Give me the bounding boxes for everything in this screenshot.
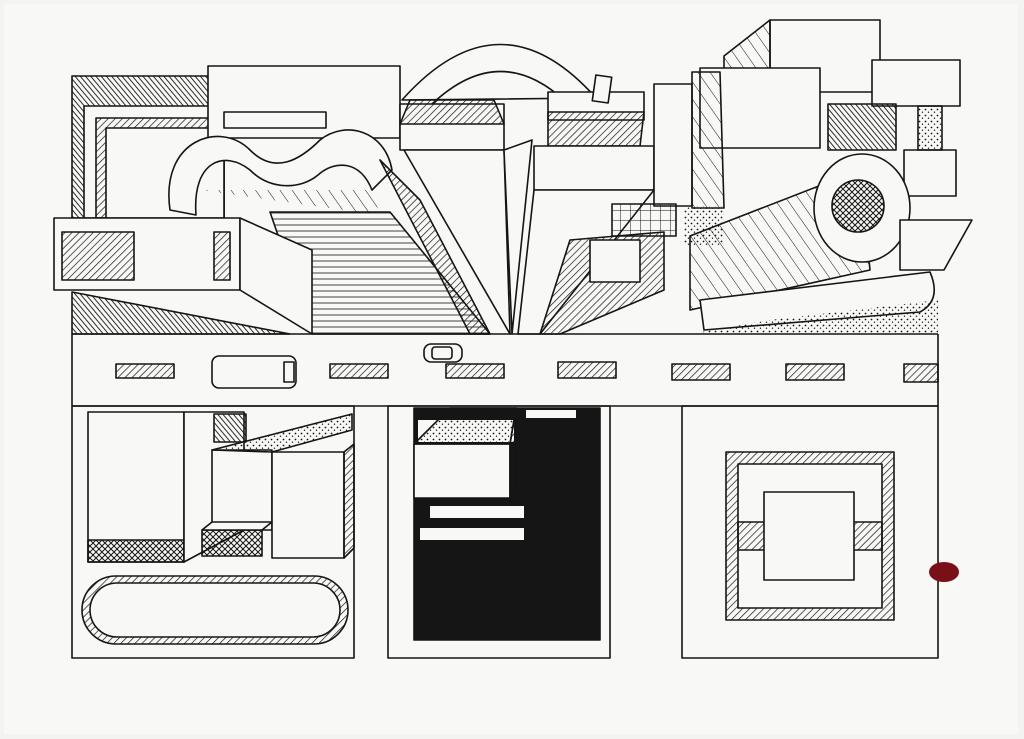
window-hatched	[61, 231, 135, 281]
bus	[211, 355, 297, 389]
road-dash	[557, 361, 617, 379]
road-dash	[785, 363, 845, 381]
car	[423, 343, 463, 363]
road-dash	[115, 363, 175, 379]
road-dash	[903, 363, 939, 383]
dotted-box	[413, 443, 511, 499]
block-left	[71, 405, 355, 659]
small-hatched-box	[201, 529, 263, 557]
block-right	[681, 405, 939, 659]
ink-stain	[929, 562, 959, 582]
road-dash	[329, 363, 389, 379]
road-dash	[671, 363, 731, 381]
wavy-arch	[168, 129, 393, 216]
skyline	[53, 19, 973, 335]
checkered-block	[611, 203, 677, 237]
road-dash	[445, 363, 505, 379]
block-middle	[387, 405, 611, 659]
